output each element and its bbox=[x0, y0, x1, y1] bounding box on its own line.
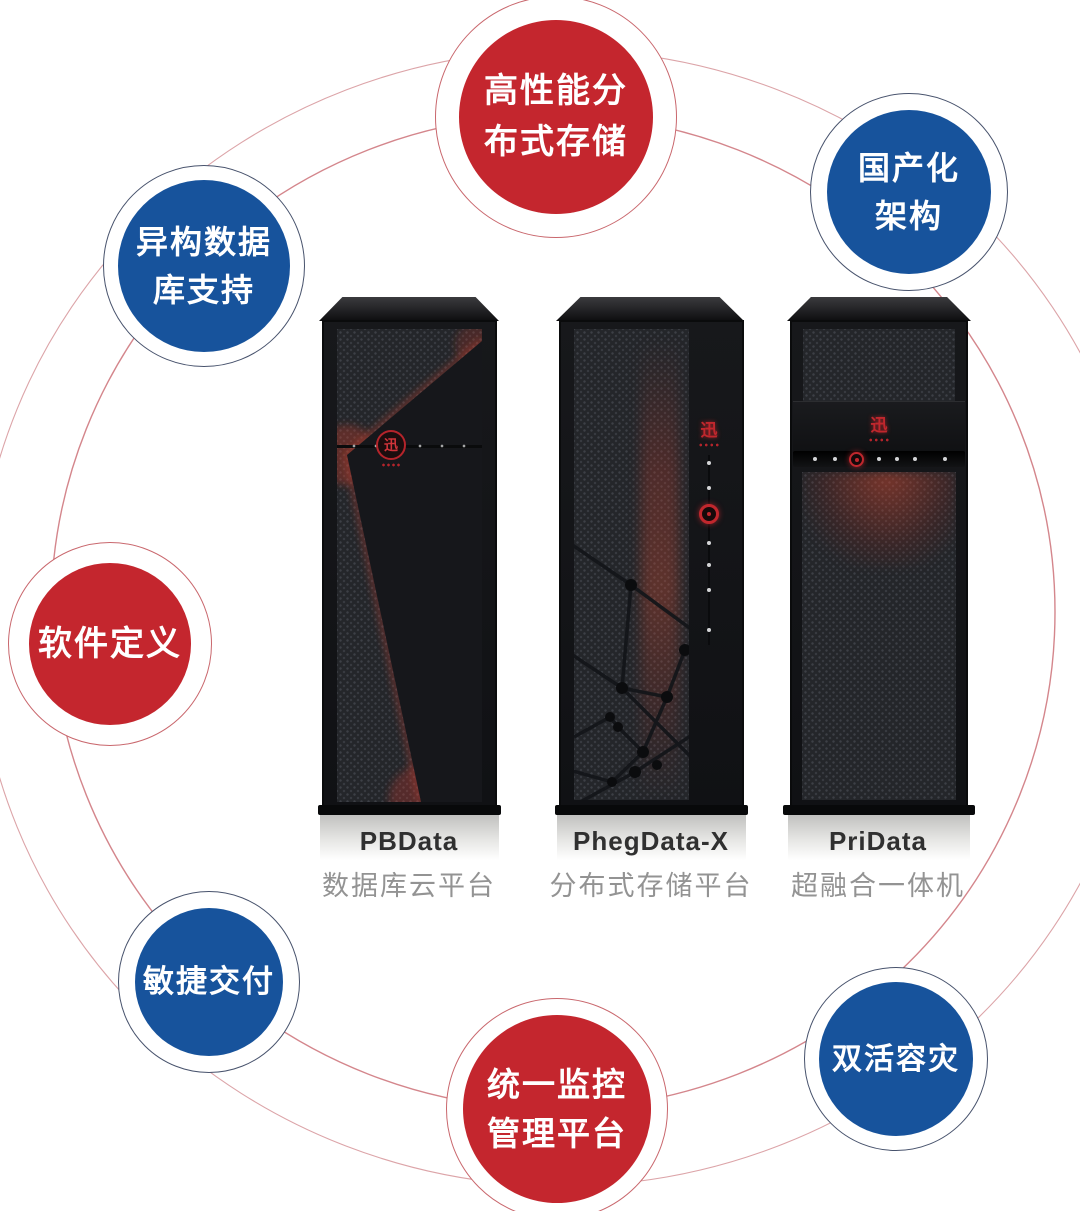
power-button bbox=[849, 452, 864, 467]
tower-pridata-top-cap bbox=[787, 297, 971, 321]
tower-phegdata-chassis: 迅 bbox=[559, 320, 744, 812]
badge-text: 管理平台 bbox=[487, 1115, 627, 1152]
led-indicator bbox=[877, 457, 881, 461]
tower-pbdata-dark-triangle-overlay bbox=[337, 329, 482, 802]
feature-badge-unified-monitoring-platform: 统一监控 管理平台 bbox=[446, 998, 668, 1211]
led-indicator bbox=[707, 541, 711, 545]
product-name: PriData bbox=[828, 826, 928, 856]
brand-logo-glyph: 迅 bbox=[384, 437, 398, 453]
product-name: PhegData-X bbox=[573, 826, 729, 856]
product-label-pbdata: PBData 数据库云平台 bbox=[299, 826, 519, 903]
tower-pridata-lower-mesh bbox=[802, 472, 956, 800]
feature-badge-domestic-architecture: 国产化 架构 bbox=[810, 93, 1008, 291]
product-subtitle: 分布式存储平台 bbox=[549, 871, 753, 901]
badge-text: 布式存储 bbox=[484, 123, 628, 161]
led-indicator bbox=[707, 486, 711, 490]
tower-pridata-reflection bbox=[788, 814, 970, 860]
feature-badge-active-active-disaster-recovery: 双活容灾 bbox=[804, 967, 988, 1151]
brand-logo-glyph: 迅 bbox=[870, 416, 888, 435]
tower-phegdata-constellation-pattern bbox=[574, 543, 689, 800]
led-indicator bbox=[707, 628, 711, 632]
tower-pbdata-mesh-panel: 迅 bbox=[337, 329, 482, 802]
badge-text: 国产化 bbox=[857, 150, 960, 186]
brand-logo-glyph: 迅 bbox=[700, 421, 718, 440]
led-indicator bbox=[895, 457, 899, 461]
tower-pridata-led-strip bbox=[793, 451, 965, 467]
power-button bbox=[699, 504, 719, 524]
tower-phegdata-mesh-panel bbox=[574, 329, 689, 800]
badge-text: 统一监控 bbox=[487, 1065, 627, 1103]
tower-pridata-base bbox=[783, 805, 975, 815]
tower-pbdata-led-band bbox=[337, 444, 482, 448]
led-indicator bbox=[913, 457, 917, 461]
product-name: PBData bbox=[359, 826, 459, 856]
tower-pridata-chassis: 迅 bbox=[790, 320, 968, 812]
tower-pbdata-base bbox=[318, 805, 501, 815]
product-subtitle: 数据库云平台 bbox=[322, 871, 496, 901]
product-subtitle: 超融合一体机 bbox=[791, 871, 965, 901]
led-indicator bbox=[833, 457, 837, 461]
led-indicator bbox=[707, 563, 711, 567]
badge-text: 软件定义 bbox=[38, 624, 182, 663]
badge-text: 高性能分 bbox=[484, 72, 628, 110]
led-indicator bbox=[813, 457, 817, 461]
tower-phegdata-control-groove bbox=[708, 455, 710, 645]
product-label-phegdata-x: PhegData-X 分布式存储平台 bbox=[541, 826, 761, 903]
badge-text: 敏捷交付 bbox=[143, 963, 275, 999]
brand-logo-icon: 迅 bbox=[862, 411, 896, 442]
feature-badge-agile-delivery: 敏捷交付 bbox=[118, 891, 300, 1073]
badge-text: 架构 bbox=[874, 198, 943, 234]
feature-badge-high-performance-distributed-storage: 高性能分 布式存储 bbox=[435, 0, 677, 238]
led-indicator bbox=[707, 461, 711, 465]
tower-pbdata-reflection bbox=[320, 814, 499, 860]
tower-phegdata-reflection bbox=[557, 814, 746, 860]
badge-text: 库支持 bbox=[152, 272, 255, 308]
tower-phegdata-base bbox=[555, 805, 748, 815]
feature-badge-software-defined: 软件定义 bbox=[8, 542, 212, 746]
led-indicator bbox=[943, 457, 947, 461]
tower-phegdata-top-cap bbox=[556, 297, 744, 321]
feature-badge-heterogeneous-database-support: 异构数据 库支持 bbox=[103, 165, 305, 367]
led-indicator bbox=[707, 588, 711, 592]
tower-phegdata-red-glow bbox=[641, 329, 679, 800]
tower-pbdata-chassis: 迅 bbox=[322, 320, 497, 812]
brand-logo-icon: 迅 bbox=[692, 416, 726, 447]
tower-pridata-red-glow bbox=[802, 472, 956, 567]
brand-logo-icon: 迅 bbox=[376, 430, 406, 460]
badge-text: 双活容灾 bbox=[832, 1042, 960, 1076]
tower-pridata-top-mesh bbox=[803, 329, 955, 401]
product-label-pridata: PriData 超融合一体机 bbox=[768, 826, 988, 903]
tower-pbdata-top-cap bbox=[319, 297, 499, 321]
badge-text: 异构数据 bbox=[135, 224, 272, 260]
